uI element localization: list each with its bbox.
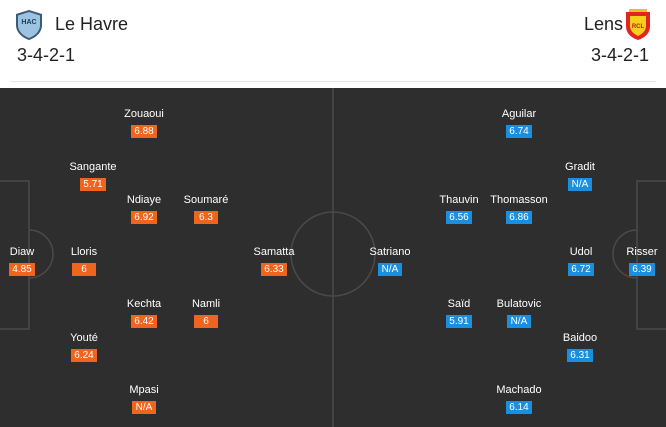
away-crest-text: RCL [632,24,645,30]
player-name: Aguilar [501,108,537,120]
player-name: Zouaoui [124,108,164,120]
player-name: Youté [70,332,98,344]
le-havre-crest-icon[interactable]: HAC [15,9,43,41]
player-rating: 6.86 [506,211,532,224]
player-card[interactable]: Soumaré 6.3 [176,193,236,225]
player-card[interactable]: Diaw 4.85 [0,245,52,277]
player-card[interactable]: Thauvin 6.56 [429,193,489,225]
player-rating: 6.92 [131,211,157,224]
player-name: Baidoo [562,332,598,344]
player-rating: 6.72 [568,263,594,276]
player-rating: 6 [72,263,96,276]
player-card[interactable]: Kechta 6.42 [114,297,174,329]
player-name: Udol [569,246,593,258]
player-rating: N/A [568,178,592,191]
home-penalty-box [0,180,30,330]
player-card[interactable]: Namli 6 [176,297,236,329]
player-name: Lloris [70,246,98,258]
player-rating: 6.14 [506,401,532,414]
player-name: Thauvin [439,194,479,206]
away-penalty-box [636,180,666,330]
player-card[interactable]: Risser 6.39 [612,245,666,277]
player-name: Ndiaye [126,194,162,206]
player-card[interactable]: Mpasi N/A [114,383,174,415]
player-name: Diaw [9,246,35,258]
away-formation: 3-4-2-1 [590,45,649,65]
player-name: Risser [626,246,658,258]
player-name: Satriano [369,246,411,258]
player-name: Sangante [69,161,117,173]
player-card[interactable]: Sangante 5.71 [63,160,123,192]
player-rating: 6.56 [446,211,472,224]
player-rating: N/A [507,315,531,328]
header-divider [10,81,656,82]
player-card[interactable]: Ndiaye 6.92 [114,193,174,225]
player-name: Saïd [447,298,471,310]
player-card[interactable]: Thomasson 6.86 [489,193,549,225]
player-name: Kechta [126,298,162,310]
away-team-name[interactable]: Lens [583,14,623,34]
player-rating: 5.71 [80,178,106,191]
player-rating: 6.88 [131,125,157,138]
player-rating: 5.91 [446,315,472,328]
player-rating: 6.33 [261,263,287,276]
player-name: Gradit [565,161,595,173]
player-rating: N/A [132,401,156,414]
player-card[interactable]: Satriano N/A [360,245,420,277]
player-card[interactable]: Bulatovic N/A [489,297,549,329]
player-name: Mpasi [129,384,159,396]
pitch-lines [0,88,666,427]
player-rating: 6.24 [71,349,97,362]
player-rating: 6.42 [131,315,157,328]
lens-crest-icon[interactable]: RCL [624,9,652,41]
player-name: Soumaré [183,194,229,206]
player-rating: 6.3 [194,211,218,224]
player-rating: 6.74 [506,125,532,138]
player-name: Bulatovic [496,298,542,310]
home-team-name[interactable]: Le Havre [55,14,129,34]
player-rating: N/A [378,263,402,276]
player-name: Samatta [253,246,295,258]
player-card[interactable]: Udol 6.72 [551,245,611,277]
player-card[interactable]: Saïd 5.91 [429,297,489,329]
player-card[interactable]: Youté 6.24 [54,331,114,363]
home-formation: 3-4-2-1 [17,45,76,65]
center-circle [290,211,376,297]
pitch: Diaw 4.85 Lloris 6 Sangante 5.71 Youté 6… [0,88,666,427]
match-header: HAC Le Havre 3-4-2-1 Lens 3-4-2-1 RCL [0,0,666,82]
home-penalty-arc [28,229,54,279]
player-name: Machado [496,384,542,396]
player-card[interactable]: Machado 6.14 [489,383,549,415]
player-card[interactable]: Lloris 6 [54,245,114,277]
player-card[interactable]: Aguilar 6.74 [489,107,549,139]
player-card[interactable]: Baidoo 6.31 [550,331,610,363]
player-rating: 6.31 [567,349,593,362]
player-card[interactable]: Zouaoui 6.88 [114,107,174,139]
player-rating: 6 [194,315,218,328]
player-name: Namli [191,298,221,310]
home-crest-text: HAC [21,19,36,26]
player-name: Thomasson [490,194,548,206]
player-rating: 4.85 [9,263,35,276]
player-rating: 6.39 [629,263,655,276]
player-card[interactable]: Samatta 6.33 [244,245,304,277]
player-card[interactable]: Gradit N/A [550,160,610,192]
away-penalty-arc [612,229,638,279]
